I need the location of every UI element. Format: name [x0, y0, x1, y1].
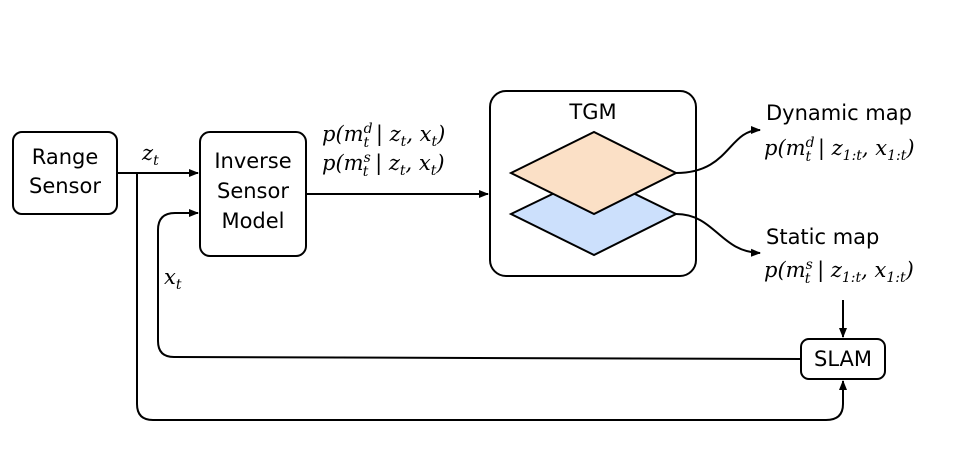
ism-label-2: Sensor: [217, 179, 289, 203]
edge-label-x: xt: [164, 265, 182, 293]
edge-tgm-to-dynamic-map: [675, 126, 761, 174]
tgm-label: TGM: [568, 100, 616, 124]
edge-label-z: zt: [141, 141, 159, 169]
static-map-title: Static map: [766, 225, 879, 249]
ism-label-1: Inverse: [214, 149, 291, 173]
ism-label-3: Model: [221, 209, 284, 233]
edge-range-to-slam: [136, 173, 847, 421]
tgm-node: TGM: [489, 90, 697, 277]
dynamic-map-title: Dynamic map: [766, 101, 912, 125]
inverse-sensor-model-node: Inverse Sensor Model: [199, 131, 307, 257]
slam-node: SLAM: [800, 338, 886, 380]
edge-tgm-to-static-map: [675, 213, 761, 257]
range-sensor-label-1: Range: [32, 145, 99, 169]
edge-slam-to-ism: [157, 209, 802, 360]
range-sensor-label-2: Sensor: [29, 174, 101, 198]
slam-label: SLAM: [814, 347, 872, 371]
range-sensor-node: Range Sensor: [12, 131, 118, 215]
